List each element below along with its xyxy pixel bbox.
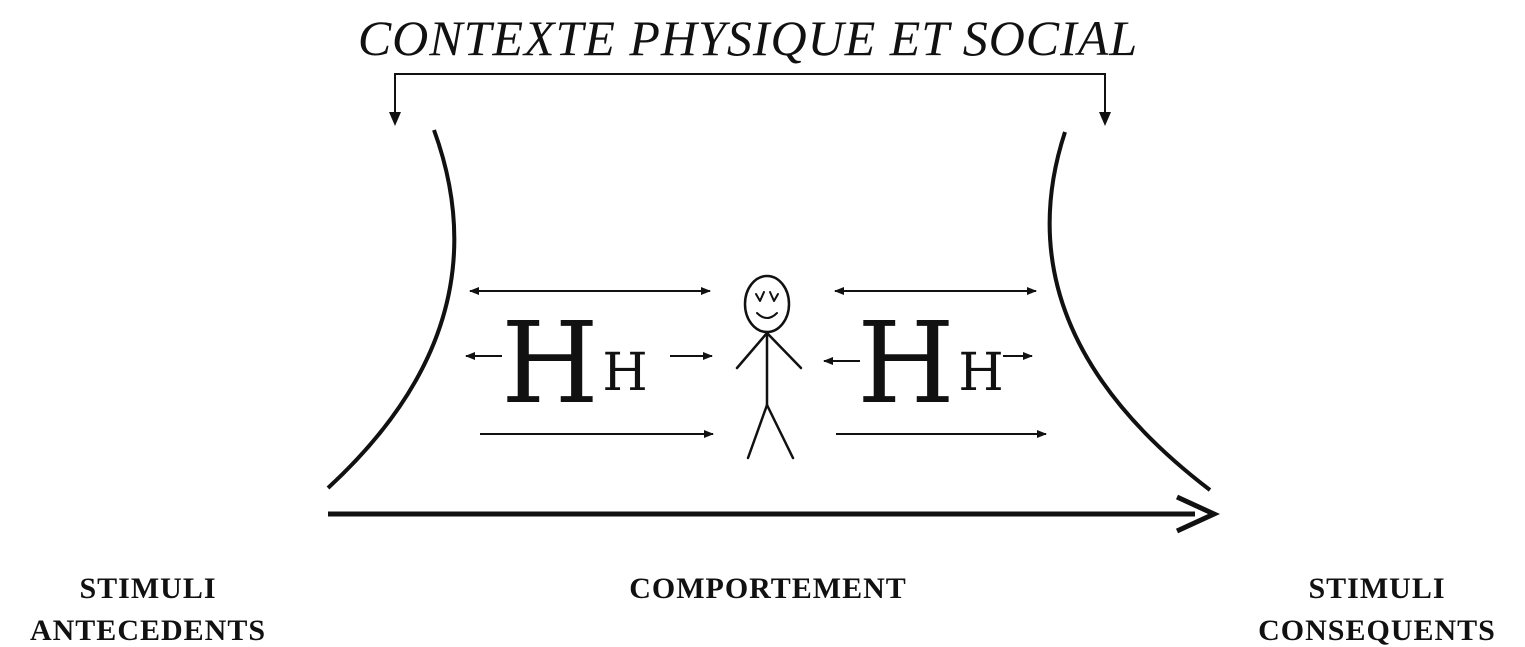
left-small-h: H <box>602 343 647 403</box>
timeline-arrow <box>328 494 1220 534</box>
right-arrows <box>823 287 1047 438</box>
diagram-title: CONTEXTE PHYSIQUE ET SOCIAL <box>358 10 1138 66</box>
comportement-label: COMPORTEMENT <box>629 572 907 605</box>
right-boundary-curve <box>1047 131 1212 492</box>
stimuli-consequents-line2: CONSEQUENTS <box>1258 614 1496 647</box>
stimuli-antecedents-line1: STIMULI <box>79 572 216 605</box>
left-boundary-curve <box>326 129 457 490</box>
left-arrows <box>465 287 714 438</box>
right-big-h: H <box>857 299 955 429</box>
stimuli-antecedents-line2: ANTECEDENTS <box>30 614 266 647</box>
stimuli-consequents-line1: STIMULI <box>1308 572 1445 605</box>
person-stick-figure-icon <box>735 274 803 460</box>
left-big-h: H <box>501 299 599 429</box>
right-small-h: H <box>958 343 1003 403</box>
context-bracket <box>389 73 1111 126</box>
